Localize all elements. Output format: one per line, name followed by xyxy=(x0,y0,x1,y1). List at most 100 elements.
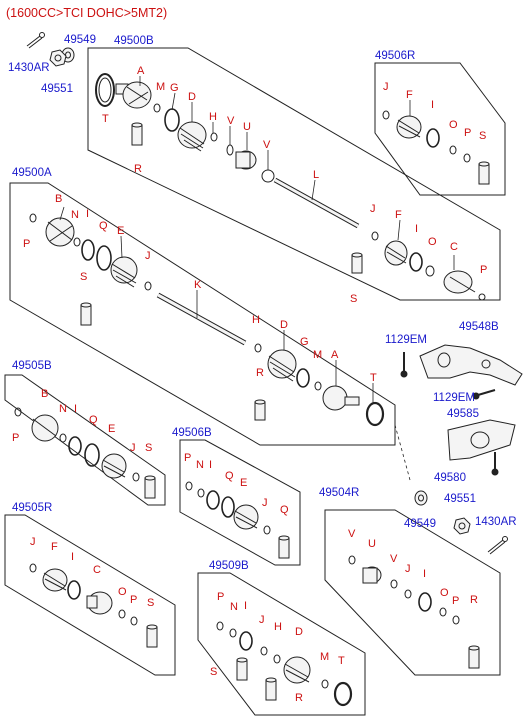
callout-s: S xyxy=(145,442,152,454)
ring-M-49509B-icon xyxy=(321,679,329,689)
boot-E-49506B-icon xyxy=(233,504,259,530)
leader-lines xyxy=(59,76,455,403)
shaft-clip-icon xyxy=(371,231,379,241)
grease-R-49509B-icon xyxy=(265,677,277,701)
callout-g: G xyxy=(300,336,309,348)
grease-S-49505B-icon xyxy=(144,475,156,499)
washer-P-49506R-icon xyxy=(463,153,471,163)
boot-F-49506R-icon xyxy=(396,115,422,139)
outer-joint-A-icon xyxy=(45,217,75,247)
callout-b: B xyxy=(41,388,48,400)
callout-p: P xyxy=(217,591,224,603)
callout-n: N xyxy=(59,403,67,415)
callout-f: F xyxy=(51,541,58,553)
hub-nut-49551-right-icon xyxy=(453,517,471,535)
callout-h: H xyxy=(209,111,217,123)
part-number-1129EM-a: 1129EM xyxy=(385,334,427,346)
dash-link-icon xyxy=(394,424,411,481)
boot-F-49505R-icon xyxy=(42,568,68,592)
callout-h: H xyxy=(252,314,260,326)
ring-O-49505R-icon xyxy=(118,609,126,619)
callout-i: I xyxy=(431,99,434,111)
panel-49500B xyxy=(87,47,501,301)
grease-S-icon xyxy=(80,302,92,326)
callout-s: S xyxy=(80,271,87,283)
band-H-icon xyxy=(254,343,262,353)
outer-joint-icon xyxy=(115,81,152,109)
callout-m: M xyxy=(156,81,165,93)
part-number-49580: 49580 xyxy=(434,472,466,484)
snap-ring-icon xyxy=(351,252,363,274)
spec-header: (1600CC>TCI DOHC>5MT2) xyxy=(6,6,168,20)
joint-C-49505R-icon xyxy=(86,591,113,615)
ring-I-49506R-icon xyxy=(426,128,440,148)
clamp-J-49506R-icon xyxy=(382,110,390,120)
part-number-49548B: 49548B xyxy=(459,321,499,333)
ring-I-49509B-icon xyxy=(239,631,253,651)
callout-a: A xyxy=(331,349,339,361)
seal-T-icon xyxy=(365,401,385,427)
part-number-49551-right: 49551 xyxy=(444,493,476,505)
callout-f: F xyxy=(406,89,413,101)
grease-S-49505R-icon xyxy=(146,624,158,648)
clamp-J-49509B-icon xyxy=(260,646,268,656)
callout-s: S xyxy=(350,293,357,305)
ring-N-icon xyxy=(73,237,81,247)
assembly-number-49506B: 49506B xyxy=(172,427,212,439)
callout-i: I xyxy=(74,403,77,415)
clamp-J-49505B-icon xyxy=(132,472,140,482)
ring-N-49506B-icon xyxy=(197,488,205,498)
callout-q: Q xyxy=(89,414,98,426)
clamp-J-49505R-icon xyxy=(29,563,37,573)
tripod-joint-icon xyxy=(443,270,486,301)
callout-m: M xyxy=(320,651,329,663)
band-V-49504R-icon xyxy=(348,555,398,589)
part-number-49549-top: 49549 xyxy=(64,34,96,46)
boot-ring-icon xyxy=(164,108,180,132)
part-number-49549-mid: 49549 xyxy=(404,518,436,530)
part-number-49585: 49585 xyxy=(447,408,479,420)
ring-Q-49506B-icon xyxy=(221,496,235,518)
callout-e: E xyxy=(117,225,124,237)
ring-N-49509B-icon xyxy=(229,628,237,638)
callout-p: P xyxy=(130,594,137,606)
grease-R-icon xyxy=(254,399,266,421)
ring-I-49504R-icon xyxy=(418,592,432,612)
callout-v: V xyxy=(263,139,271,151)
callout-u: U xyxy=(368,538,376,550)
callout-p: P xyxy=(464,127,471,139)
panel-49505R xyxy=(4,514,176,676)
bolt-1129EM-bottom-icon xyxy=(472,389,496,400)
callout-e: E xyxy=(108,423,115,435)
callout-p: P xyxy=(452,595,459,607)
assembly-number-49504R: 49504R xyxy=(319,487,359,499)
callout-t: T xyxy=(338,655,345,667)
shaft-L-icon xyxy=(273,177,360,229)
grease-S-49506R-icon xyxy=(478,161,490,185)
clamp-J-49506B-icon xyxy=(263,525,271,535)
ring-I-49506B-icon xyxy=(206,490,220,510)
band-H-49509B-icon xyxy=(273,654,281,664)
callout-p: P xyxy=(23,238,30,250)
grease-R-49504R-icon xyxy=(468,645,480,669)
callout-i: I xyxy=(86,208,89,220)
callout-c: C xyxy=(450,241,458,253)
ring-I-49505B-icon xyxy=(68,436,82,456)
callout-j: J xyxy=(30,536,36,548)
callout-h: H xyxy=(274,621,282,633)
callout-c: C xyxy=(93,564,101,576)
bearing-housing-49585-icon xyxy=(447,419,516,461)
callout-v: V xyxy=(390,553,398,565)
callout-p: P xyxy=(12,432,19,444)
callout-o: O xyxy=(440,587,449,599)
callout-s: S xyxy=(147,597,154,609)
callout-j: J xyxy=(130,442,136,454)
boot-E-49505B-icon xyxy=(101,453,127,479)
grease-S-49509B-icon xyxy=(236,657,248,681)
bolt-1129EM-top-icon xyxy=(400,352,408,378)
callout-o: O xyxy=(449,119,458,131)
callout-r: R xyxy=(256,367,264,379)
callout-i: I xyxy=(415,223,418,235)
grease-Q-49506B-icon xyxy=(278,535,290,559)
callout-t: T xyxy=(370,372,377,384)
